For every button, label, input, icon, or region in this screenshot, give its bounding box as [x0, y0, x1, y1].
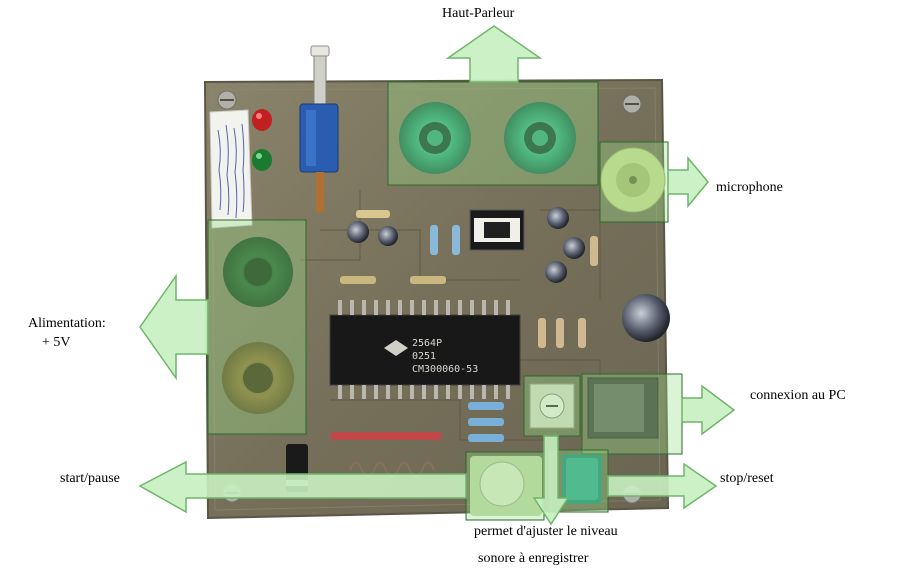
capacitor-icon — [347, 207, 670, 342]
arrow-right-stop-reset — [607, 462, 718, 510]
arrow-left-start-pause — [138, 460, 467, 514]
stop-reset-button — [562, 454, 602, 504]
microphone-label: microphone — [716, 180, 783, 195]
arrow-right-microphone — [667, 155, 709, 209]
start-pause-label: start/pause — [60, 471, 120, 486]
green-led-icon — [252, 149, 272, 171]
microphone-icon — [600, 147, 666, 213]
level-label-line2: sonore à enregistrer — [478, 551, 589, 566]
screw-icon — [622, 94, 642, 114]
arrow-up-speaker — [445, 25, 543, 83]
level-label-line1: permet d'ajuster le niveau — [474, 524, 618, 539]
power-jack-green — [223, 237, 293, 307]
chip-label-3: CM300060-53 — [412, 364, 478, 375]
handwritten-sticker — [209, 109, 253, 229]
speaker-jack-left — [399, 102, 471, 174]
potentiometer-icon — [529, 383, 575, 429]
resistor-icon — [340, 210, 598, 442]
potentiometer-highlight — [523, 375, 581, 437]
pc-connection-highlight — [581, 373, 683, 455]
power-switch-icon — [299, 45, 339, 212]
screw-icon — [217, 90, 237, 110]
power-label-line1: Alimentation: — [28, 316, 106, 331]
power-jack-brown — [222, 342, 294, 414]
arrow-right-pc — [681, 384, 736, 436]
microphone-highlight — [599, 141, 669, 223]
pc-connection-label: connexion au PC — [750, 388, 846, 403]
stop-reset-label: stop/reset — [720, 471, 774, 486]
arrow-left-power — [139, 273, 209, 381]
arrows — [138, 25, 736, 526]
voice-recorder-chip: 2564P 0251 CM300060-53 — [329, 300, 521, 399]
crystal-icon — [330, 432, 442, 440]
highlight-overlays — [207, 81, 683, 521]
start-pause-button — [470, 456, 542, 516]
pc-connector-icon — [587, 377, 659, 439]
arrow-down-potentiometer — [532, 435, 570, 526]
op-amp-chip — [469, 209, 525, 251]
chip-label-2: 0251 — [412, 351, 436, 362]
chip-logo-icon — [384, 340, 408, 356]
power-highlight — [207, 219, 307, 435]
power-label-line2: + 5V — [42, 335, 71, 350]
start-pause-highlight — [465, 451, 545, 521]
red-led-icon — [252, 109, 272, 131]
speaker-highlight — [387, 81, 599, 186]
speaker-jack-right — [504, 102, 576, 174]
chip-label-1: 2564P — [412, 338, 442, 349]
speaker-label: Haut-Parleur — [442, 6, 515, 21]
